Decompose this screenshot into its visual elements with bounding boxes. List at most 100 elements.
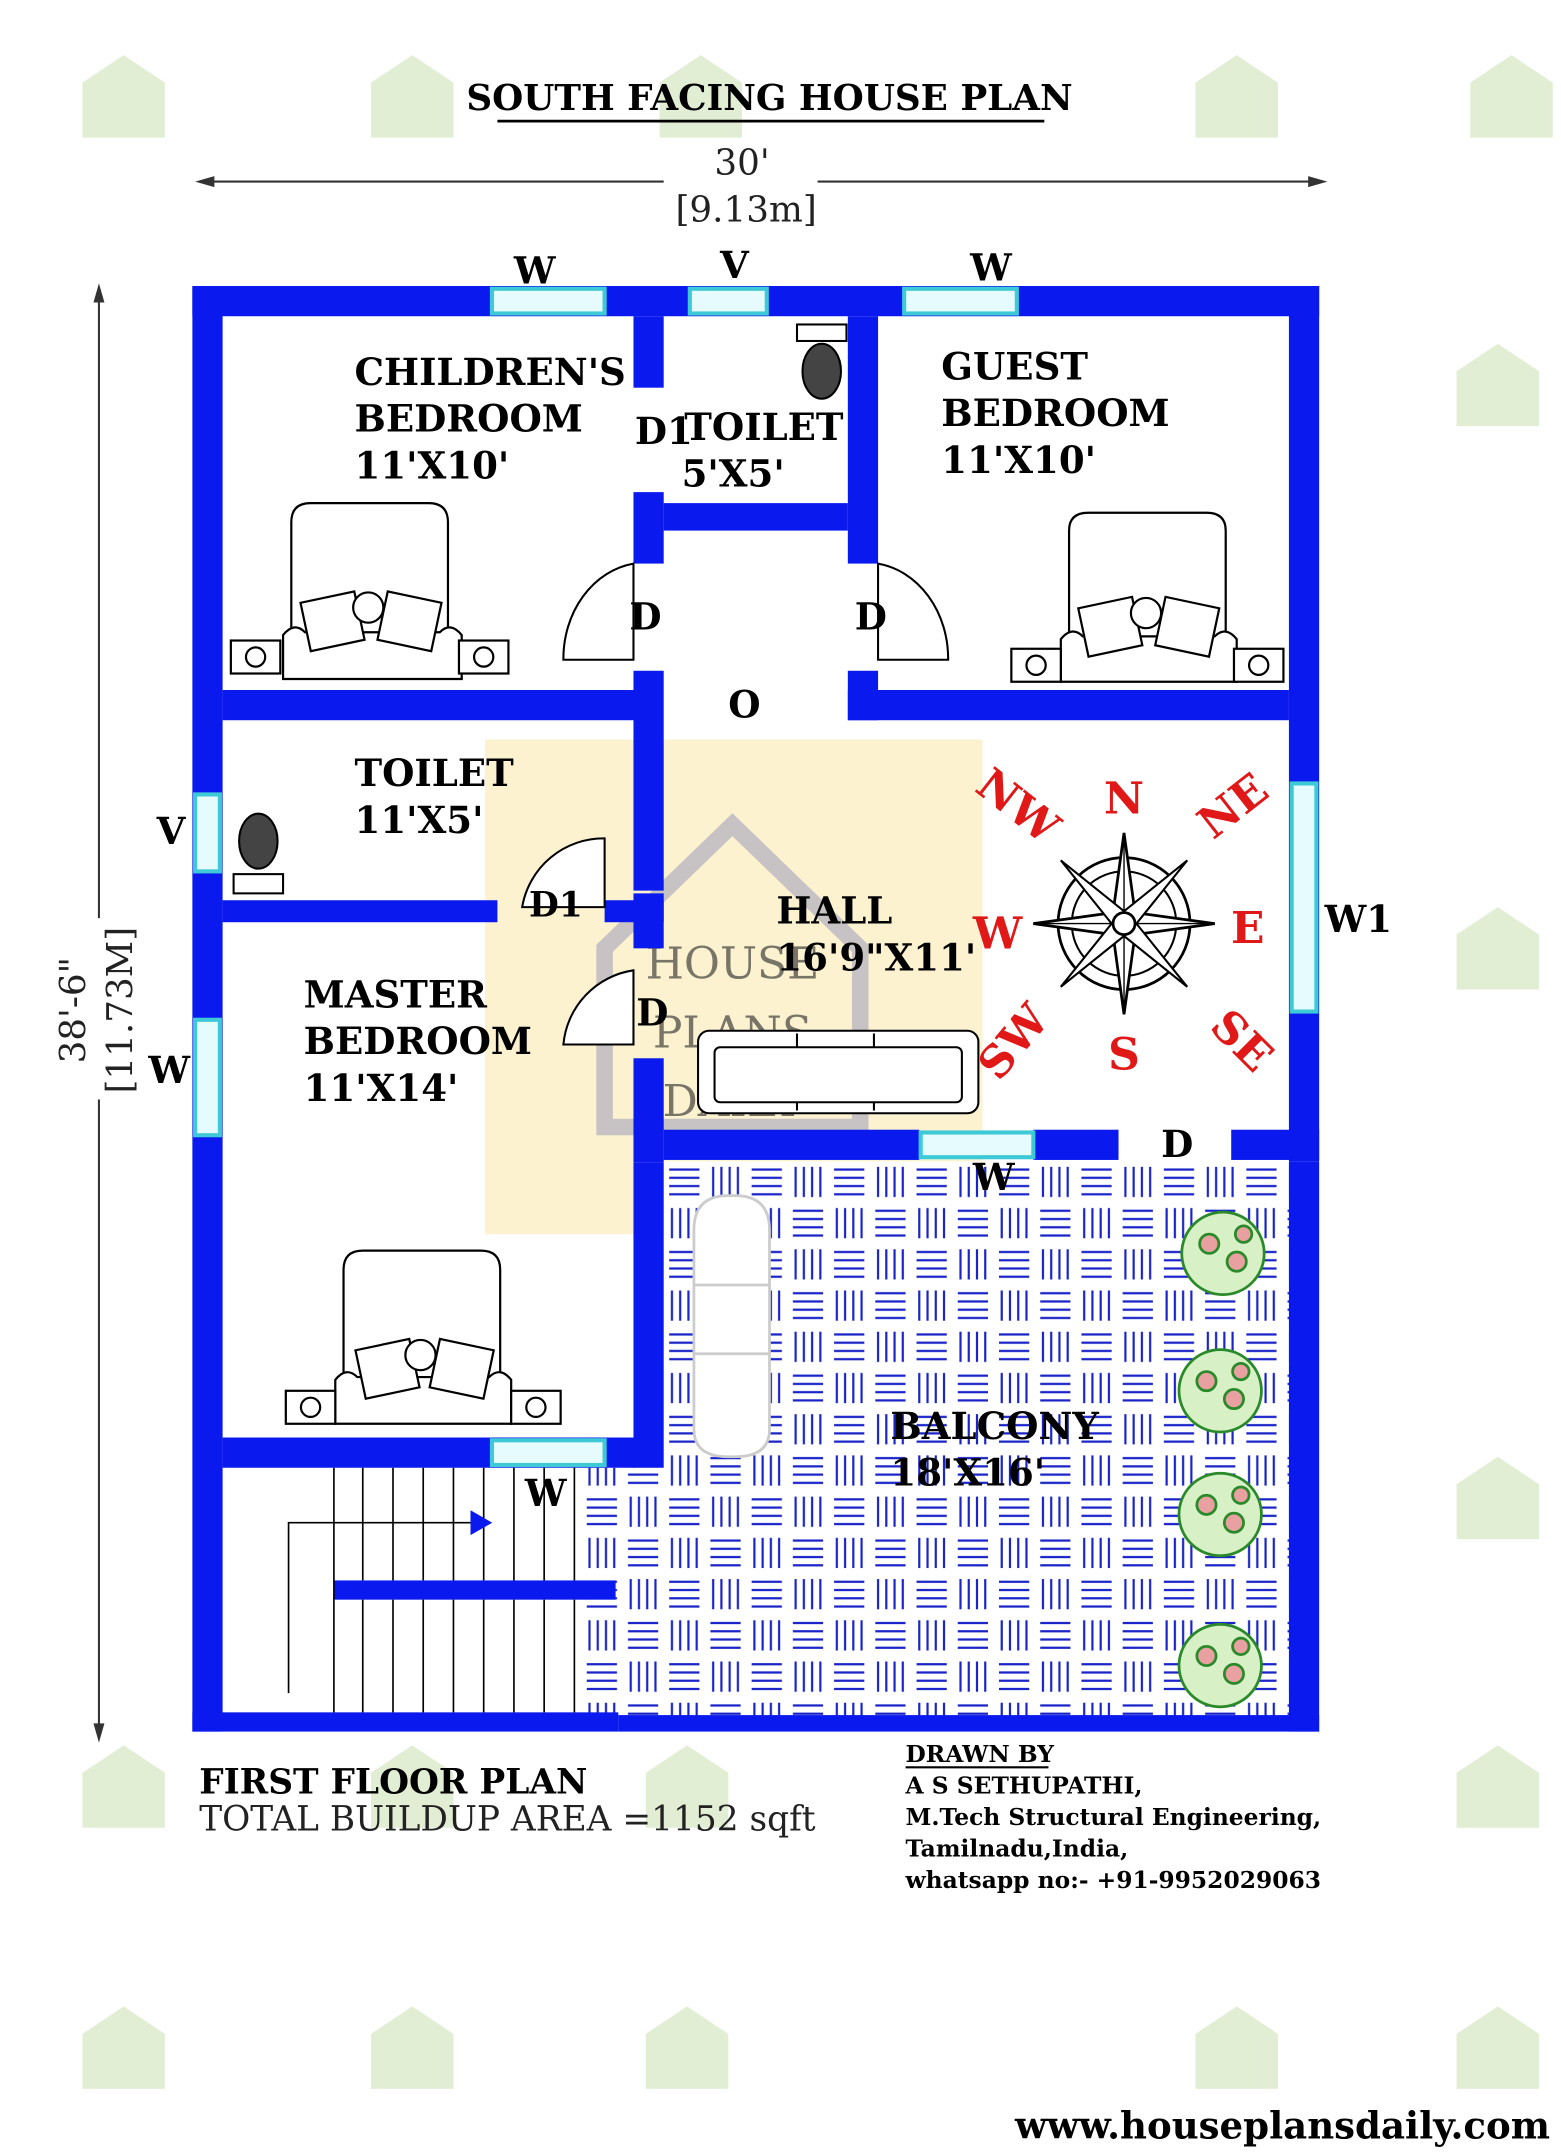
window-master-south	[489, 1438, 607, 1468]
ventilator-toilet-top	[687, 286, 769, 316]
window-tag: W	[513, 248, 557, 292]
watermark-logo-icon	[1195, 55, 1278, 138]
balcony-label: BALCONY	[890, 1404, 1099, 1448]
door-children	[562, 562, 635, 661]
plants	[1177, 1210, 1266, 1709]
rooms-toilet-left-size: 11'X5'	[355, 798, 484, 842]
window-guest	[902, 286, 1019, 316]
author-location: Tamilnadu,India,	[906, 1835, 1129, 1863]
door-guest	[877, 562, 950, 661]
watermark-logo-icon	[1456, 343, 1540, 427]
watermark-logo-icon	[659, 55, 743, 138]
guest-bedroom-label: GUEST	[941, 344, 1088, 388]
sofa-icon	[697, 1029, 980, 1115]
rooms-master-bedroom-line2: BEDROOM	[304, 1019, 532, 1063]
rooms-children-bedroom-line2: BEDROOM	[355, 397, 583, 441]
arrow-right-icon	[1308, 176, 1328, 188]
plan-title: SOUTH FACING HOUSE PLAN	[466, 77, 1072, 119]
rooms-master-bedroom-size: 11'X14'	[304, 1066, 459, 1110]
footer: FIRST FLOOR PLAN TOTAL BUILDUP AREA =115…	[199, 1740, 1550, 2148]
compass-s: S	[1108, 1029, 1140, 1080]
bed-icon	[229, 502, 510, 681]
toilet-icon	[795, 323, 848, 400]
watermark-logo-icon	[645, 2006, 729, 2089]
door-tag: D	[629, 595, 661, 639]
arrow-down-icon	[93, 1723, 105, 1743]
area-label: TOTAL BUILDUP AREA =1152 sqft	[199, 1800, 816, 1840]
window-children	[489, 286, 607, 316]
door-small-tag: D1	[529, 886, 583, 926]
author-name: A S SETHUPATHI,	[905, 1771, 1143, 1799]
compass-se: SE	[1200, 1000, 1282, 1082]
toilet-fixtures	[232, 323, 848, 895]
drawn-by-label: DRAWN BY	[906, 1740, 1055, 1768]
width-dimension: 30' [9.13m]	[195, 143, 1328, 230]
door-toilet-left	[520, 837, 606, 909]
watermark-logo-icon	[371, 1745, 454, 1828]
watermark-logo-icon	[371, 55, 454, 138]
watermark-logo-icon	[1470, 55, 1553, 138]
compass-n: N	[1104, 774, 1144, 825]
master-bedroom-label: MASTER	[304, 972, 489, 1016]
toilet-left-label: TOILET	[355, 751, 515, 795]
window-hall-tag: W1	[1324, 897, 1392, 941]
rooms-guest-bedroom-line2: BEDROOM	[941, 391, 1169, 435]
watermark-logo-icon	[1456, 1456, 1540, 1540]
window-hall-south	[918, 1130, 1036, 1160]
window-tag: W	[524, 1471, 568, 1515]
compass-e: E	[1231, 903, 1265, 954]
author-degree: M.Tech Structural Engineering,	[906, 1803, 1322, 1831]
ventilator-toilet-left	[193, 792, 222, 874]
window-tag: W	[972, 1155, 1016, 1199]
plant-icon	[1180, 1210, 1266, 1296]
arrow-up-icon	[93, 283, 105, 303]
bed-icon	[284, 1249, 562, 1425]
width-meters: [9.13m]	[676, 189, 817, 230]
arrow-left-icon	[195, 176, 215, 188]
ventilator-tag: V	[156, 809, 187, 853]
height-feet: 38'-6"	[53, 957, 94, 1063]
height-dimension: 38'-6" [11.73M]	[53, 283, 141, 1743]
watermark-logo-icon	[1456, 907, 1540, 990]
watermark-logo-icon	[645, 1745, 729, 1828]
opening-tag: O	[728, 682, 760, 726]
room-labels: CHILDREN'S BEDROOM 11'X10' TOILET 5'X5' …	[304, 344, 1170, 1494]
children-bedroom-label: CHILDREN'S	[355, 350, 626, 394]
rooms-children-bedroom-size: 11'X10'	[355, 443, 510, 487]
window-tag: W	[147, 1048, 191, 1092]
ventilator-tag: V	[719, 243, 750, 287]
staircase	[287, 1467, 576, 1713]
website-link: www.houseplansdaily.com	[1014, 2103, 1550, 2147]
openings	[193, 286, 1319, 1468]
door-small-tag: D1	[635, 409, 693, 453]
watermark-logo-icon	[82, 55, 165, 138]
rooms-hall-size: 16'9"X11'	[776, 935, 976, 979]
door-tag: D	[636, 990, 668, 1034]
lounge-chair-icon	[692, 1194, 771, 1459]
plant-icon	[1177, 1471, 1263, 1558]
watermark-logo-icon	[1195, 2006, 1278, 2089]
watermark-logo-icon	[1456, 1745, 1540, 1828]
beds	[229, 502, 1285, 1425]
rooms-balcony-size: 18'X16'	[890, 1451, 1045, 1495]
bed-icon	[1010, 511, 1285, 683]
height-meters: [11.73M]	[100, 927, 141, 1094]
author-contact: whatsapp no:- +91-9952029063	[905, 1866, 1321, 1894]
compass-w: W	[972, 908, 1023, 959]
window-master	[193, 1017, 222, 1138]
stair-arrow-icon	[470, 1510, 493, 1536]
door-swings	[520, 562, 950, 1046]
watermark-logo-icon	[1456, 2006, 1540, 2089]
walls	[192, 286, 1320, 1732]
watermark-logo-icon	[82, 1745, 165, 1828]
plant-icon	[1177, 1623, 1263, 1709]
floor-label: FIRST FLOOR PLAN	[199, 1762, 587, 1802]
window-hall-east	[1289, 781, 1319, 1014]
rooms-guest-bedroom-size: 11'X10'	[941, 438, 1096, 482]
door-master	[562, 969, 635, 1046]
width-feet: 30'	[714, 143, 769, 184]
watermark-logo-icon	[371, 2006, 454, 2089]
toilet-icon	[232, 812, 285, 895]
hall-label: HALL	[776, 889, 892, 933]
